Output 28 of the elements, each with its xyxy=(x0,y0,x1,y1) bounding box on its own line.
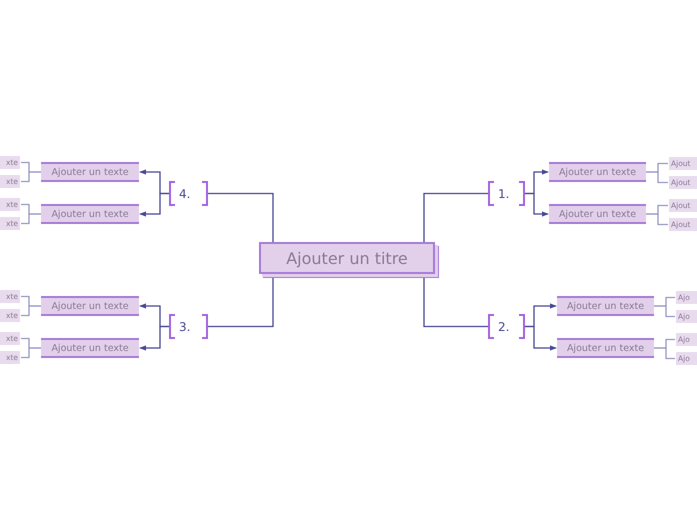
arrow xyxy=(139,326,169,351)
connector-line xyxy=(21,347,41,358)
topic-box: Ajouter un texte xyxy=(557,338,654,358)
topic-box: Ajouter un texte xyxy=(41,296,139,316)
connector-line xyxy=(646,213,668,226)
connector-line xyxy=(21,213,41,224)
connector-line xyxy=(21,305,41,316)
arrow xyxy=(525,326,557,351)
connector-line xyxy=(646,171,668,184)
bracket-number: 2. xyxy=(488,314,525,339)
bracket-number: 1. xyxy=(488,181,525,206)
connector-line xyxy=(654,305,675,318)
connector-line xyxy=(423,192,488,242)
connector-line xyxy=(423,276,488,328)
connector-line xyxy=(21,171,41,182)
topic-box: Ajouter un texte xyxy=(41,204,139,224)
arrow xyxy=(139,192,169,217)
topic-box: Ajouter un texte xyxy=(41,162,139,182)
connector-line xyxy=(208,192,274,242)
topic-box: Ajouter un texte xyxy=(557,296,654,316)
arrow xyxy=(525,192,549,217)
topic-box: Ajouter un texte xyxy=(549,162,646,182)
bracket-number: 3. xyxy=(169,314,208,339)
bracket-number: 4. xyxy=(169,181,208,206)
topic-box: Ajouter un texte xyxy=(41,338,139,358)
connector-line xyxy=(208,276,274,328)
topic-box: Ajouter un texte xyxy=(549,204,646,224)
connector-line xyxy=(654,347,675,360)
